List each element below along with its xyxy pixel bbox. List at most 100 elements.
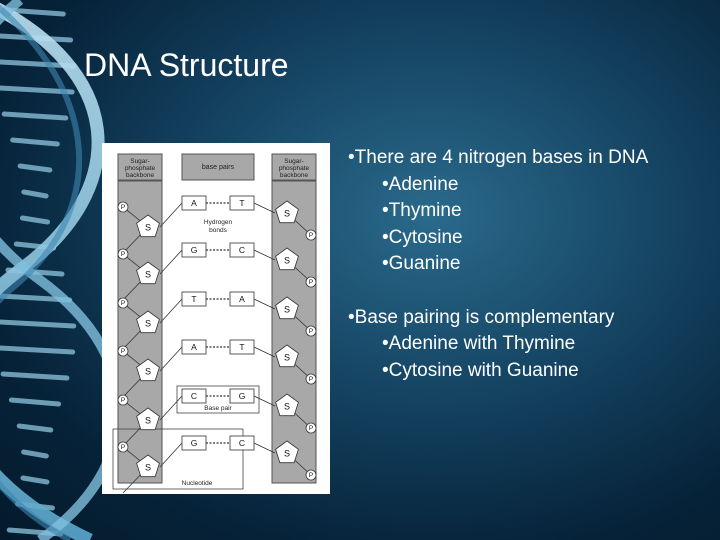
phosphate-right-label: P (309, 472, 313, 479)
phosphate-right (305, 229, 317, 241)
helix-rung (0, 345, 76, 355)
phosphate-right-label: P (309, 232, 313, 239)
header-left-line1: Sugar- (130, 158, 150, 165)
base-right (229, 388, 255, 404)
base-right-label: T (239, 342, 244, 352)
bullet-nitrogen-bases: •There are 4 nitrogen bases in DNA (348, 147, 649, 168)
sugar-right (275, 247, 299, 271)
sugar-right-label: S (284, 208, 290, 218)
helix-rung (4, 7, 66, 17)
base-right-label: A (239, 294, 245, 304)
sugar-base-link (253, 395, 276, 407)
sugar-base-link (253, 442, 276, 454)
sugar-left-label: S (145, 366, 151, 376)
helix-rung (8, 397, 62, 407)
sugar-base-link (253, 298, 276, 310)
phosphate-right (305, 373, 317, 385)
sugar-left (136, 214, 160, 238)
phosphate-right-label: P (309, 425, 313, 432)
phosphate-left (117, 345, 129, 357)
helix-rung (10, 137, 60, 147)
sugar-left-label: S (145, 318, 151, 328)
phosphate-right-label: P (309, 328, 313, 335)
sugar-base-link (253, 202, 276, 214)
sugar-base-link (253, 346, 276, 358)
sugar-left (136, 310, 160, 334)
base-pair-box (176, 385, 260, 414)
phosphate-left-label: P (121, 300, 125, 307)
base-right (229, 339, 255, 355)
sugar-right (275, 296, 299, 320)
sugar-left-label: S (145, 415, 151, 425)
sugar-left-label: S (145, 269, 151, 279)
phosphate-right-label: P (309, 376, 313, 383)
nucleotide-label: Nucleotide (182, 480, 213, 487)
base-right (229, 242, 255, 258)
header-right-line1: Sugar- (284, 158, 304, 165)
base-left-label: G (191, 245, 198, 255)
header-right-line3: backbone (280, 172, 309, 179)
bullet-list: •There are 4 nitrogen bases in DNA •Aden… (348, 145, 713, 384)
hydrogen-label-line1: Hydrogen (204, 219, 233, 226)
sugar-base-link (159, 249, 183, 275)
phosphate-left-label: P (121, 348, 125, 355)
sub-bullet-adenine-thymine: •Adenine with Thymine (382, 333, 576, 354)
header-center-label: base pairs (202, 164, 235, 171)
base-right-label: C (239, 245, 245, 255)
phosphate-left (117, 297, 129, 309)
helix-rung (19, 215, 51, 225)
sub-bullet-adenine: •Adenine (382, 173, 459, 195)
sub-bullet-guanine: •Guanine (382, 253, 461, 274)
helix-rung (1, 111, 69, 121)
sugar-base-link (159, 346, 183, 372)
sub-bullet-cytosine-guanine: •Cytosine with Guanine (382, 359, 579, 381)
helix-rung (0, 319, 77, 329)
base-left-label: A (191, 342, 197, 352)
phosphate-left-label: P (121, 444, 125, 451)
phosphate-left-label: P (121, 397, 125, 404)
header-left-line3: backbone (126, 172, 155, 179)
phosphate-left (117, 441, 129, 453)
sugar-right-label: S (284, 448, 290, 458)
sugar-right-label: S (284, 352, 290, 362)
phosphate-left-label: P (121, 204, 125, 211)
base-right (229, 435, 255, 451)
sub-bullet-cytosine: •Cytosine (382, 226, 463, 248)
sugar-right (275, 393, 299, 417)
sugar-left (136, 454, 160, 478)
base-pair-label: Base pair (204, 405, 232, 412)
phosphate-right (305, 469, 317, 481)
bullet-base-pairing: •Base pairing is complementary (348, 306, 615, 328)
phosphate-right-label: P (309, 279, 313, 286)
phosphate-left (117, 248, 129, 260)
helix-rung (21, 449, 49, 459)
phosphate-left-label: P (121, 251, 125, 258)
base-right-label: G (239, 391, 246, 401)
phosphate-right (305, 276, 317, 288)
hydrogen-label-line2: bonds (209, 227, 227, 234)
sugar-right (275, 200, 299, 224)
header-right-line2: phosphate (279, 165, 310, 172)
sugar-base-link (159, 202, 183, 228)
phosphate-right (305, 422, 317, 434)
sugar-right (275, 440, 299, 464)
dna-diagram: Sugar- phosphate backbone base pairs Sug… (102, 143, 330, 494)
base-left-label: G (191, 438, 198, 448)
base-right-label: T (239, 198, 244, 208)
sugar-base-link (159, 298, 183, 324)
sugar-left (136, 261, 160, 285)
phosphate-left (117, 394, 129, 406)
sugar-left-label: S (145, 222, 151, 232)
base-left-label: T (191, 294, 196, 304)
sugar-left-label: S (145, 462, 151, 472)
phosphate-left (117, 201, 129, 213)
helix-rung (16, 423, 54, 433)
sugar-right-label: S (284, 401, 290, 411)
base-right-label: C (239, 438, 245, 448)
base-left-label: C (191, 391, 197, 401)
sub-bullet-thymine: •Thymine (382, 200, 462, 221)
helix-rung (0, 371, 70, 381)
sugar-right (275, 344, 299, 368)
helix-rung (20, 475, 50, 485)
